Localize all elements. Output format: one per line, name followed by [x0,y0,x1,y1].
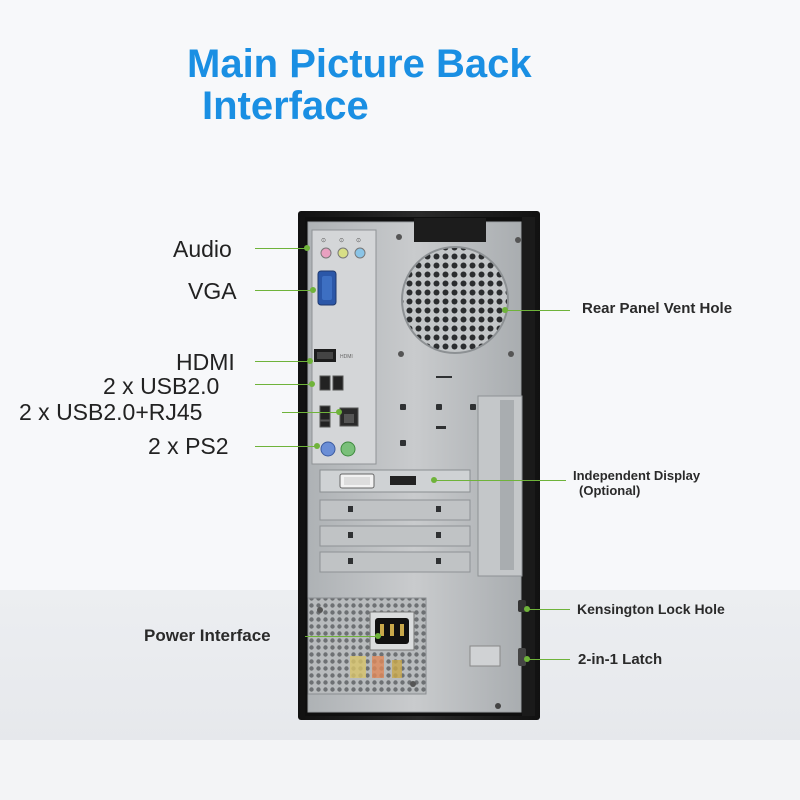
label-kensington-lock: Kensington Lock Hole [577,601,725,617]
svg-text:⊙: ⊙ [321,238,326,244]
screw-icon [515,237,521,243]
callout-dot-ps2 [314,443,320,449]
label-hdmi: HDMI [176,349,235,375]
callout-dot-audio [304,245,310,251]
panel-slots [400,376,476,446]
floor-band [0,740,800,800]
top-cutout [414,218,486,242]
svg-text:HDMI: HDMI [340,354,353,360]
expansion-area [319,395,523,577]
callout-line-kensington [527,609,570,610]
callout-line-hdmi [255,361,310,362]
callout-line-usb [255,384,312,385]
latch [518,648,526,666]
callout-dot-usb-rj45 [336,409,342,415]
callout-line-usb-rj45 [282,412,339,413]
label-power-interface: Power Interface [144,626,271,645]
label-latch: 2-in-1 Latch [578,651,663,668]
label-vga: VGA [188,278,237,304]
label-usb: 2 x USB2.0 [103,373,220,399]
callout-line-latch [527,659,570,660]
screw-icon [495,703,501,709]
label-independent-display: Independent Display [573,468,701,483]
label-rear-vent: Rear Panel Vent Hole [582,300,733,317]
latch-loop [469,645,501,667]
callout-line-power [305,636,378,637]
power-supply [307,597,427,695]
callout-dot-usb [309,381,315,387]
label-usb-rj45: 2 x USB2.0+RJ45 [19,399,203,425]
page-title-line-1: Main Picture Back [187,42,532,86]
screw-icon [508,351,514,357]
callout-line-vent [505,310,570,311]
callout-dot-power [375,633,381,639]
screw-icon [398,351,404,357]
case-side-edge [522,217,535,716]
io-shield: ⊙ ⊙ ⊙ HDMI [311,229,377,465]
callout-line-audio [255,248,307,249]
callout-dot-hdmi [307,358,313,364]
label-ps2: 2 x PS2 [148,433,229,459]
callout-line-ps2 [255,446,317,447]
callout-line-vga [255,290,313,291]
screw-icon [396,234,402,240]
label-audio: Audio [173,236,232,262]
svg-text:⊙: ⊙ [356,238,361,244]
fan-vent [401,246,509,354]
callout-line-display [434,480,566,481]
callout-dot-vga [310,287,316,293]
svg-text:⊙: ⊙ [339,238,344,244]
page-title-line-2: Interface [202,84,369,128]
label-independent-display-optional: (Optional) [579,483,641,498]
